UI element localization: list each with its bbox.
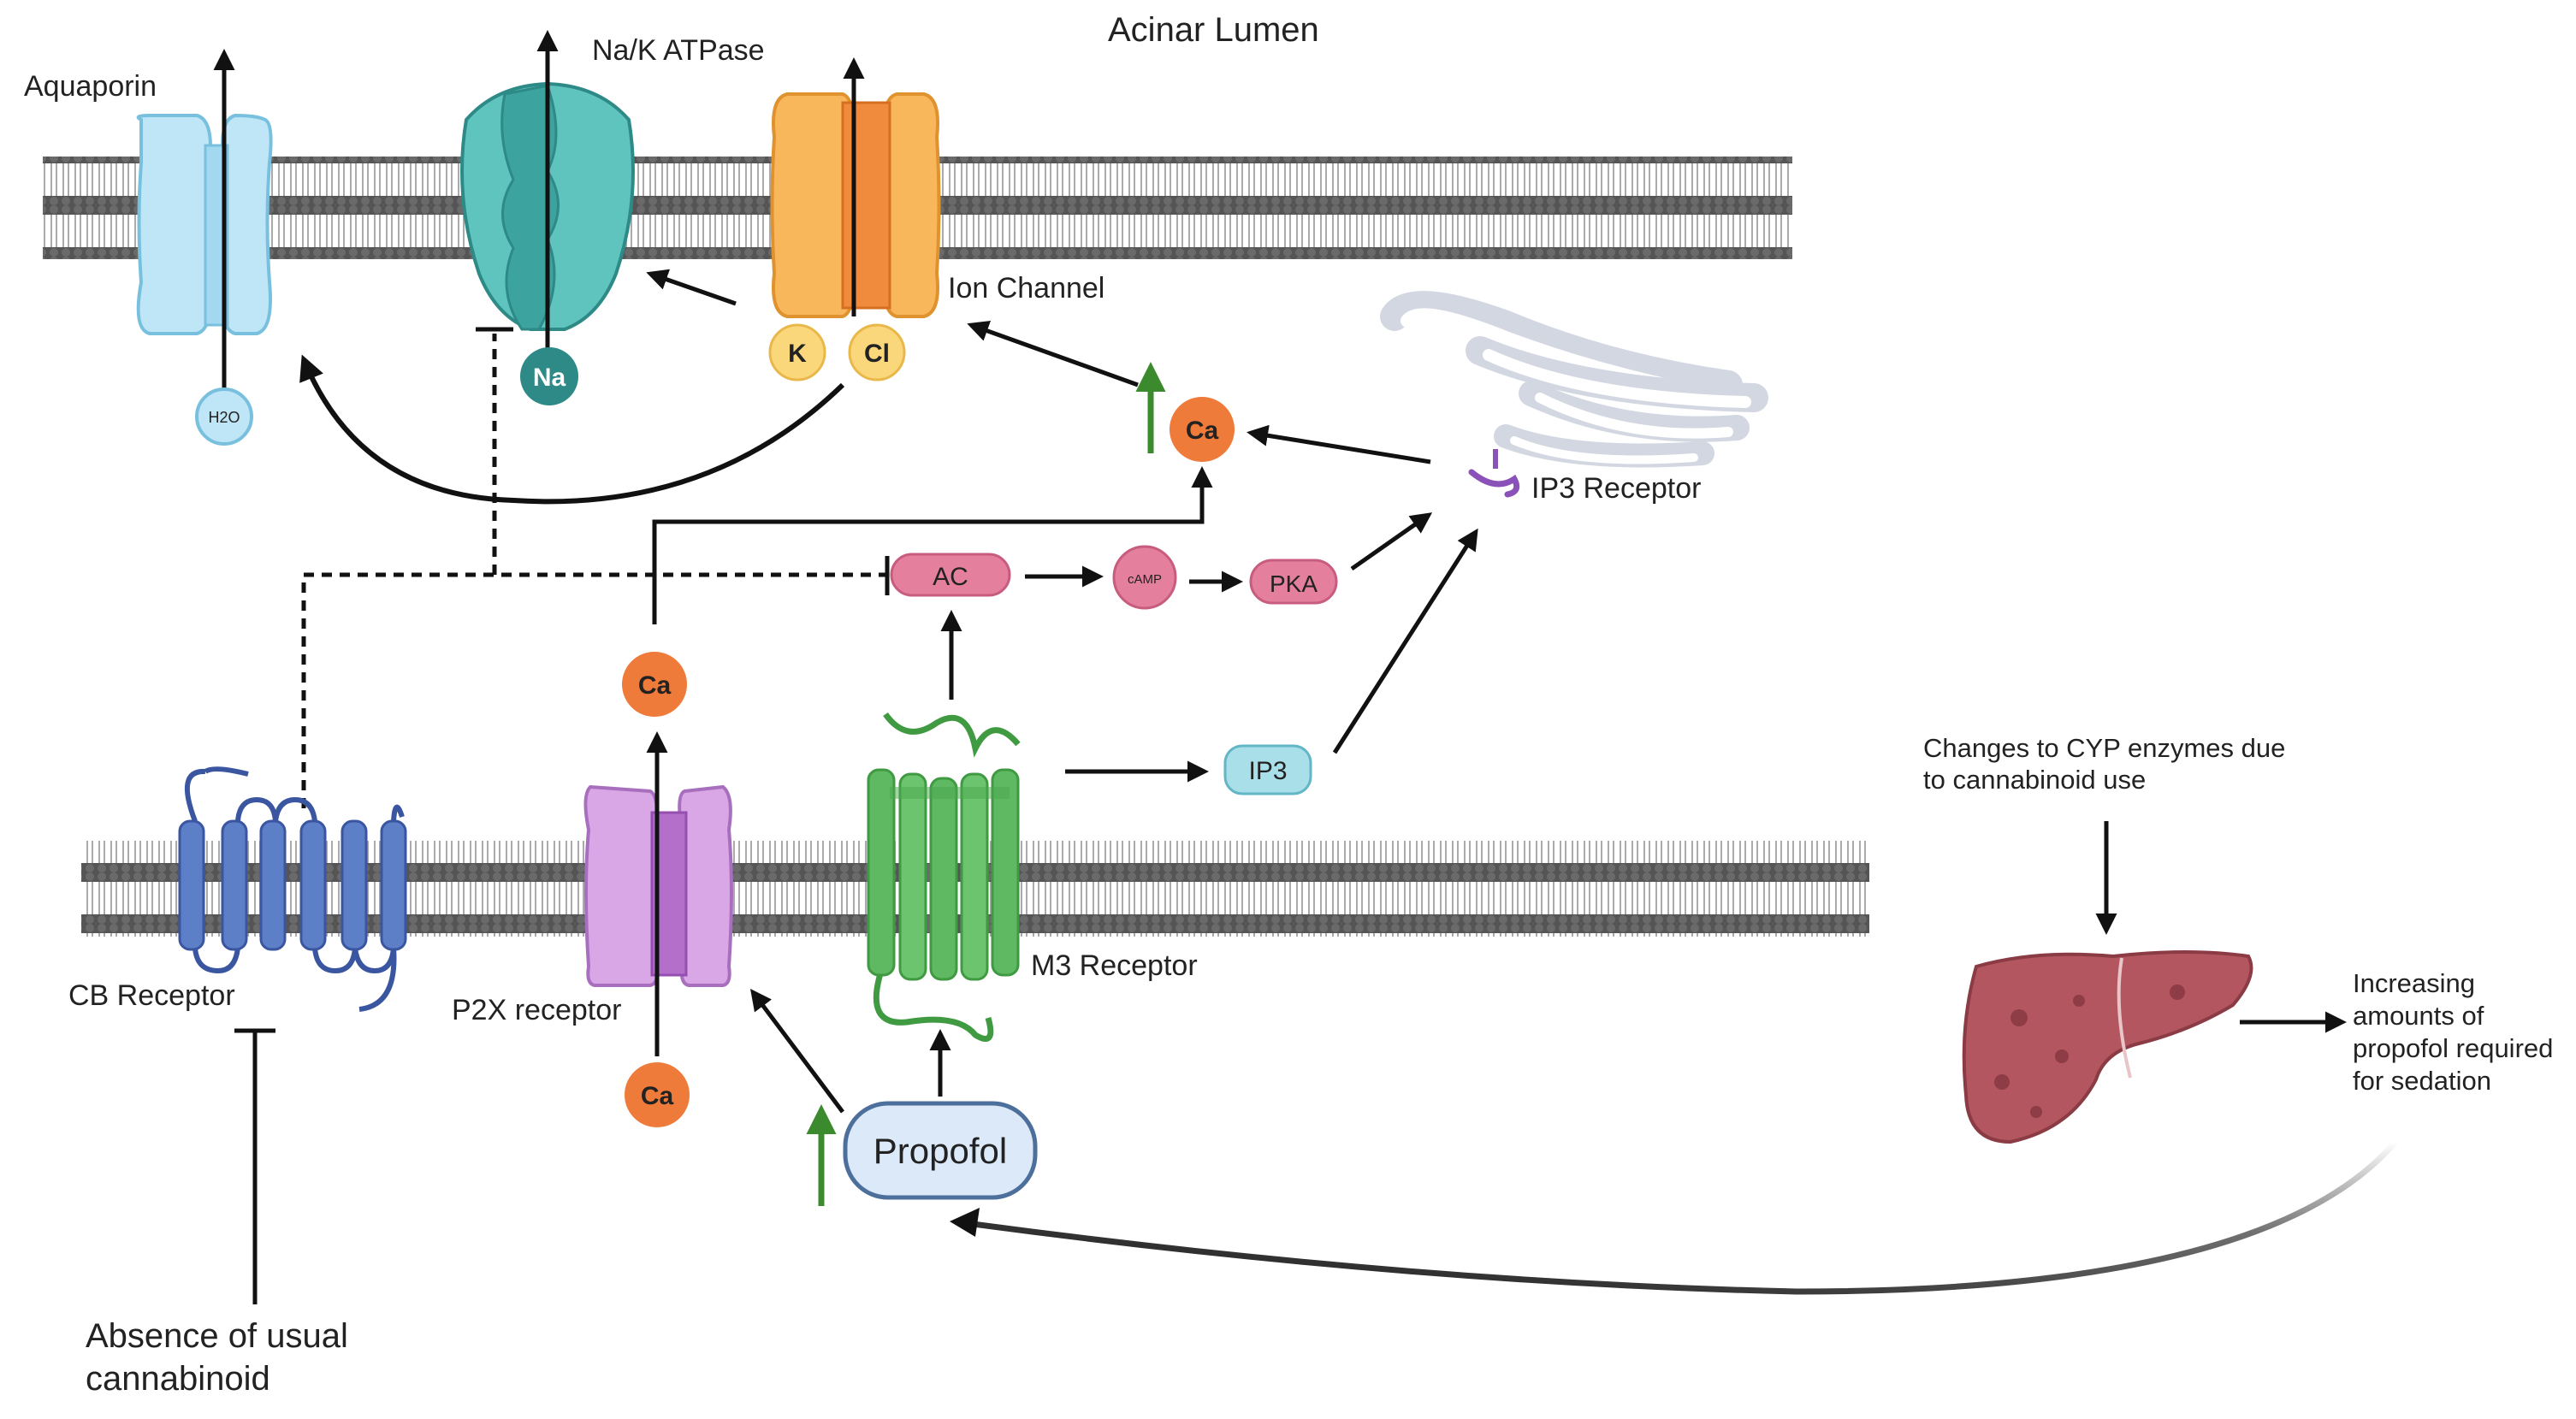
ip3-to-ip3r-arrow <box>1332 528 1478 754</box>
m3-receptor-label: M3 Receptor <box>1031 949 1198 982</box>
svg-text:cAMP: cAMP <box>1128 572 1162 587</box>
k-molecule: K <box>768 323 826 381</box>
svg-text:Ca: Ca <box>638 671 672 700</box>
ion-channel-label: Ion Channel <box>948 272 1104 304</box>
pka-to-ip3r-arrow <box>1350 512 1433 571</box>
camp-molecule: cAMP <box>1112 545 1177 610</box>
ip3-molecule: IP3 <box>1223 744 1312 795</box>
acinar-lumen-label: Acinar Lumen <box>1108 11 1319 49</box>
svg-text:Propofol: Propofol <box>873 1131 1007 1171</box>
svg-text:Ca: Ca <box>641 1082 674 1110</box>
liver-to-propofol-arc <box>966 1139 2398 1295</box>
m3-receptor <box>867 712 1021 1042</box>
increasing-label-line4: for sedation <box>2353 1066 2491 1096</box>
propofol-drug: Propofol <box>843 1101 1038 1200</box>
absence-label-line1: Absence of usual <box>86 1317 348 1355</box>
cl-molecule: Cl <box>848 323 906 381</box>
absence-label-line2: cannabinoid <box>86 1360 270 1398</box>
na-molecule: Na <box>520 347 578 405</box>
svg-text:AC: AC <box>933 563 968 591</box>
ion-to-atpase-arrow <box>646 269 737 306</box>
liver-to-propofol-arrowhead <box>950 1208 980 1237</box>
ip3r-to-ca-arrow <box>1247 424 1431 464</box>
ip3-receptor-icon <box>1468 449 1520 498</box>
pka-enzyme: PKA <box>1249 559 1338 605</box>
aquaporin-label: Aquaporin <box>24 70 157 103</box>
increasing-label-line3: propofol required <box>2353 1033 2553 1063</box>
ion-channel <box>770 92 941 318</box>
svg-text:H2O: H2O <box>208 409 240 426</box>
cyp-changes-label-line1: Changes to CYP enzymes due <box>1923 733 2285 763</box>
endoplasmic-reticulum <box>1380 291 1768 468</box>
cl-to-aquaporin-arrow <box>299 354 845 505</box>
increasing-label-line2: amounts of <box>2353 1001 2484 1031</box>
h2o-molecule: H2O <box>195 387 253 446</box>
p2x-to-ca-path <box>652 466 1213 624</box>
liver-icon <box>1962 950 2253 1144</box>
ca-to-ion-channel-arrow <box>967 320 1139 387</box>
cytosolic-ca-molecule: Ca <box>1170 397 1235 462</box>
ip3-receptor-label: IP3 Receptor <box>1531 472 1701 505</box>
ca-lower-molecule: Ca <box>625 1062 690 1127</box>
cb-inhibition-dashed-line <box>301 572 885 808</box>
propofol-to-p2x-arrow <box>750 989 844 1114</box>
ca-upper-molecule: Ca <box>622 652 687 717</box>
svg-text:Ca: Ca <box>1186 417 1219 445</box>
increasing-label-line1: Increasing <box>2353 968 2475 998</box>
p2x-receptor-label: P2X receptor <box>452 994 621 1026</box>
svg-text:K: K <box>788 340 807 368</box>
p2x-receptor <box>583 784 733 987</box>
svg-text:PKA: PKA <box>1270 571 1318 597</box>
cb-receptor <box>178 766 407 1012</box>
svg-text:IP3: IP3 <box>1248 757 1287 785</box>
cyp-changes-label-line2: to cannabinoid use <box>1923 765 2146 795</box>
ac-enzyme: AC <box>890 553 1011 597</box>
aquaporin-channel <box>136 113 273 335</box>
cb-receptor-label: CB Receptor <box>68 979 235 1012</box>
svg-text:Na: Na <box>533 364 566 392</box>
svg-text:Cl: Cl <box>864 340 890 368</box>
na-k-atpase-label: Na/K ATPase <box>592 34 765 67</box>
